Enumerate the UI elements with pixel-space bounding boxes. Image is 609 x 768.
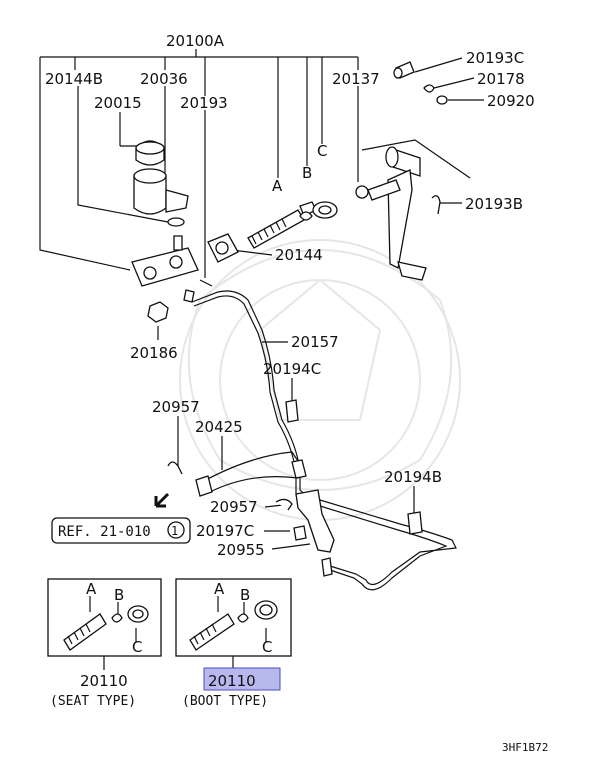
letter-b-main: B	[302, 164, 312, 182]
callout-20178[interactable]: 20178	[477, 70, 525, 88]
callout-20920[interactable]: 20920	[487, 92, 535, 110]
flex-hose-20425	[167, 451, 307, 497]
boot-type-caption: (BOOT TYPE)	[182, 694, 268, 709]
seat-part-number[interactable]: 20110	[80, 672, 128, 690]
callout-20186[interactable]: 20186	[130, 344, 178, 362]
push-rod-assembly	[247, 201, 338, 249]
callout-20036[interactable]: 20036	[140, 70, 188, 88]
callout-20193B[interactable]: 20193B	[465, 195, 523, 213]
callout-labels: 20100A 20144B 20036 20015 20193 20137 20…	[45, 32, 548, 754]
callout-20955[interactable]: 20955	[217, 541, 265, 559]
callout-20137[interactable]: 20137	[332, 70, 380, 88]
pin-20193	[199, 279, 213, 287]
ref-arrow	[154, 492, 170, 508]
callout-20197C[interactable]: 20197C	[196, 522, 254, 540]
callout-20157[interactable]: 20157	[291, 333, 339, 351]
inset-seat-type-frame	[47, 578, 162, 670]
letter-a-main: A	[272, 177, 283, 195]
clutch-pedal	[355, 146, 441, 281]
letter-b-seat: B	[114, 586, 124, 604]
seat-type-caption: (SEAT TYPE)	[50, 694, 136, 709]
callout-20015[interactable]: 20015	[94, 94, 142, 112]
callout-20957-top[interactable]: 20957	[152, 398, 200, 416]
ref-box[interactable]	[51, 517, 191, 544]
letter-c-boot: C	[262, 638, 272, 656]
letter-a-boot: A	[214, 580, 225, 598]
clutch-pipe-20157	[191, 290, 457, 591]
letter-c-seat: C	[132, 638, 142, 656]
diagram-code: 3HF1B72	[502, 741, 548, 754]
nut-20186	[147, 301, 169, 323]
leader-lines	[39, 49, 484, 550]
bracket-20955	[275, 489, 335, 553]
clip-20178	[423, 84, 435, 93]
callout-20144B[interactable]: 20144B	[45, 70, 103, 88]
boot-part-number[interactable]: 20110	[208, 672, 256, 690]
bushing-20920	[436, 95, 448, 105]
gasket-20144	[207, 233, 239, 263]
callout-20100A[interactable]: 20100A	[166, 32, 225, 50]
pin-20193C	[393, 61, 415, 79]
boot-part-highlight	[203, 667, 281, 691]
letter-a-seat: A	[86, 580, 97, 598]
letter-b-boot: B	[240, 586, 250, 604]
ref-label[interactable]: REF. 21-010	[58, 524, 151, 540]
callout-20193C[interactable]: 20193C	[466, 49, 524, 67]
letter-c-main: C	[317, 142, 327, 160]
ref-circled-number: 1	[171, 524, 178, 538]
callout-20193[interactable]: 20193	[180, 94, 228, 112]
callout-20194B[interactable]: 20194B	[384, 468, 442, 486]
callout-20144[interactable]: 20144	[275, 246, 323, 264]
master-cylinder	[131, 140, 199, 303]
callout-20194C[interactable]: 20194C	[263, 360, 321, 378]
callout-20425[interactable]: 20425	[195, 418, 243, 436]
callout-20957-bottom[interactable]: 20957	[210, 498, 258, 516]
inset-boot-type-frame	[175, 578, 292, 668]
